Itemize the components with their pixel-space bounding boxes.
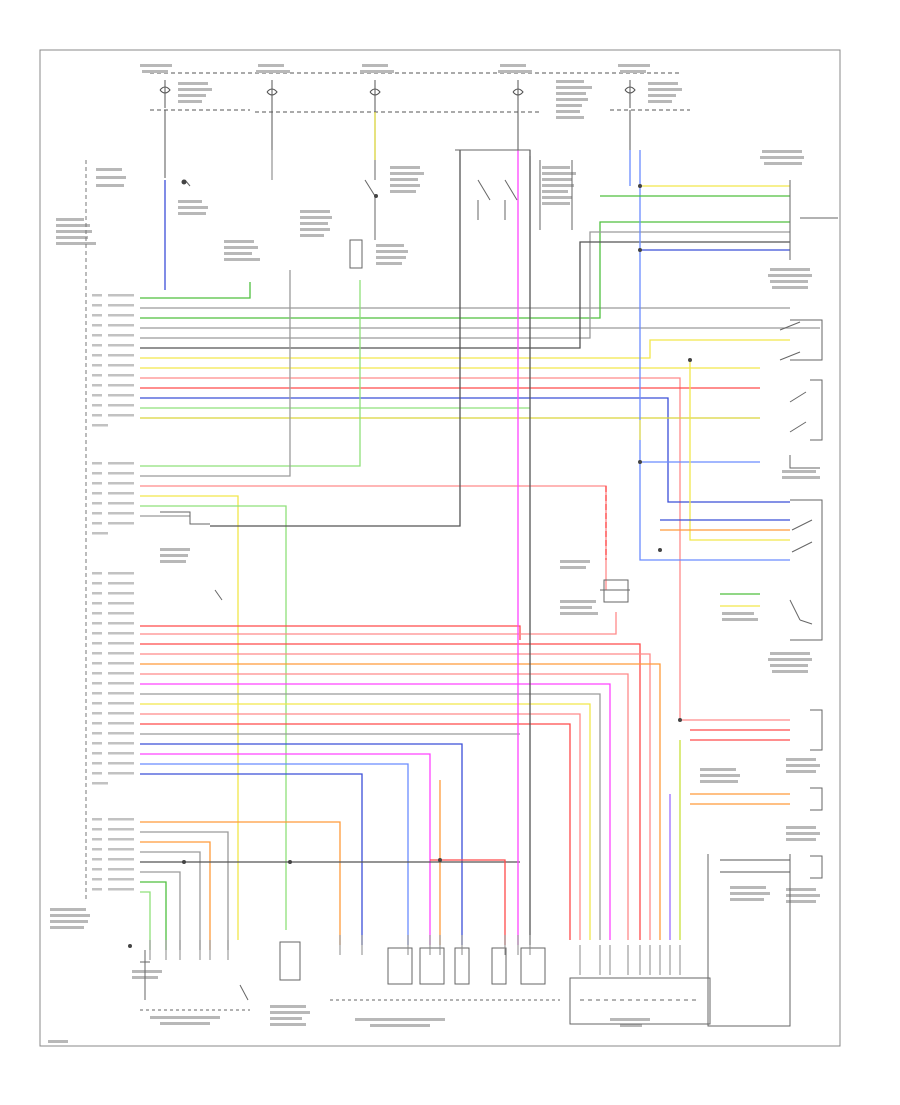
switch-box <box>790 499 823 641</box>
component-boxes <box>707 180 838 1027</box>
wire-magenta <box>140 753 431 945</box>
wire-green <box>140 282 251 299</box>
relay-bracket <box>455 149 531 156</box>
solenoid-icon <box>279 941 301 981</box>
wire-pink <box>140 713 581 940</box>
wire-light-blue <box>140 763 409 945</box>
wire-gray <box>140 871 181 950</box>
fuse-icon <box>159 80 171 108</box>
switch-icon <box>789 599 813 625</box>
fuse-block-group <box>150 72 690 178</box>
wire-red <box>430 859 506 945</box>
switch-icon <box>477 179 518 220</box>
wire-red <box>140 643 641 940</box>
connector-box <box>810 709 823 751</box>
wire-yellow <box>140 703 591 940</box>
wire-blue <box>140 743 463 945</box>
solenoid-icon <box>387 947 413 985</box>
switch-box <box>810 379 823 441</box>
wire-yellow <box>140 339 790 359</box>
relay-group <box>160 149 630 603</box>
wire-green <box>140 221 790 319</box>
wire-black <box>210 150 461 527</box>
wire-black <box>720 859 790 873</box>
sensor-box <box>789 180 838 260</box>
diagram-border <box>39 49 841 1047</box>
relay-bracket <box>160 511 210 525</box>
ground-box <box>707 854 791 1027</box>
wire-green <box>140 881 167 950</box>
shift-switch-box <box>789 455 820 469</box>
pin-ticks <box>149 935 681 975</box>
wire-pink <box>140 673 629 940</box>
fuse-icon <box>624 80 636 108</box>
label-glyphs <box>48 64 820 1043</box>
fuse-icon <box>369 80 381 112</box>
fuse-icon <box>266 80 278 112</box>
wire-orange <box>140 663 661 940</box>
sensor-icon <box>140 950 150 1000</box>
ecm-pin-block <box>92 294 134 891</box>
junction-dots <box>128 179 692 948</box>
switch-icon <box>791 519 813 553</box>
sensor-icon <box>600 579 630 603</box>
wire-light-green <box>140 280 361 467</box>
wire-magenta <box>140 683 611 940</box>
connector-icon <box>569 977 711 1025</box>
wire-red <box>140 723 571 940</box>
wire-harness <box>140 112 820 950</box>
wire-light-green <box>140 505 287 930</box>
wire-gray <box>140 231 790 339</box>
wire-yellow <box>689 360 790 541</box>
switch-icon <box>789 391 807 433</box>
fuse-icon <box>512 80 524 112</box>
ground-icon <box>239 984 249 1001</box>
wire-pink <box>140 612 617 635</box>
wire-blue <box>639 150 790 561</box>
wire-yellow <box>140 495 239 940</box>
wire-blue <box>140 397 790 503</box>
solenoid-icon <box>520 947 546 985</box>
wire-light-green <box>140 891 151 950</box>
connector-box <box>810 855 823 879</box>
solenoid-icon <box>491 947 507 985</box>
switch-icon <box>779 321 801 361</box>
switch-box <box>790 319 823 361</box>
wire-pink <box>140 653 651 940</box>
wire-gray <box>140 851 201 950</box>
wire-red <box>140 625 521 640</box>
relay-bracket <box>539 160 573 230</box>
ground-icon <box>214 589 223 601</box>
wire-pink <box>140 377 790 721</box>
solenoid-icon <box>419 947 445 985</box>
wire-gray <box>140 270 291 477</box>
wire-orange <box>140 841 211 950</box>
relay-icon <box>349 160 376 269</box>
wire-blue <box>140 773 363 945</box>
wire-gray <box>140 831 229 950</box>
wire-orange <box>140 821 341 945</box>
wire-gray <box>140 693 601 940</box>
connector-box <box>810 787 823 811</box>
